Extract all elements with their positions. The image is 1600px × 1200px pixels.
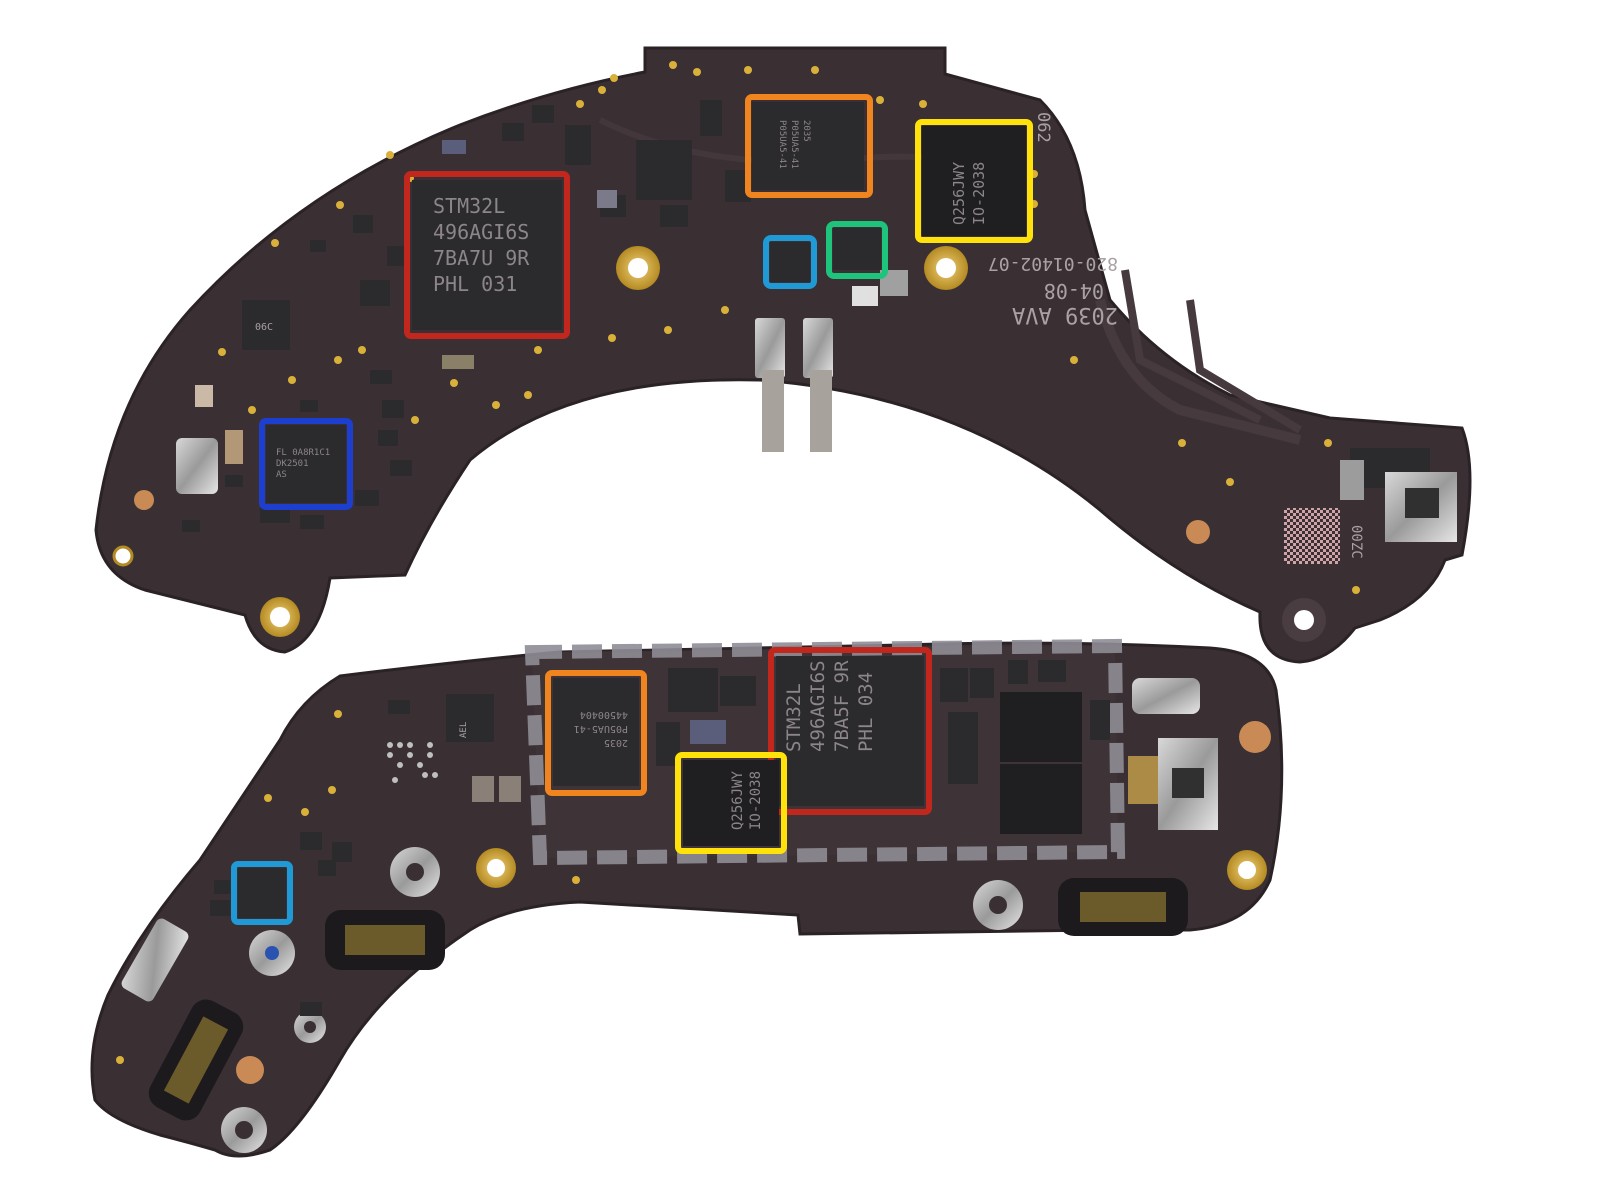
bottom-mcu-markings: STM32L 496AGI6S 7BA5F 9R PHL 034	[783, 660, 877, 752]
bottom-metal-tab	[1132, 678, 1200, 714]
top-flash-chip	[922, 126, 1026, 236]
bottom-mcu-chip	[776, 656, 924, 806]
silk-small-mark: 06C	[255, 322, 273, 333]
silk-corner: 062	[1033, 112, 1053, 143]
top-inductor	[176, 438, 218, 494]
silk-board-id: 820-01402-07	[988, 253, 1118, 274]
highlight-red-bottom	[768, 647, 932, 815]
top-mcu-line4: PHL 031	[433, 272, 517, 296]
highlight-green	[826, 221, 888, 279]
bottom-flash-line1: Q256JWY	[730, 770, 746, 830]
bottom-lightblue-chip	[238, 868, 286, 918]
standoffs	[221, 847, 1023, 1153]
top-mcu-line3: 7BA7U 9R	[433, 246, 530, 270]
bottom-small-mark: AEL	[459, 722, 469, 738]
highlight-orange-bottom	[545, 670, 647, 796]
highlight-red-top	[404, 171, 570, 339]
top-mcu-markings: STM32L 496AGI6S 7BA7U 9R PHL 031	[433, 194, 530, 296]
top-blue-chip	[266, 425, 346, 503]
highlight-yellow-bottom	[675, 752, 787, 854]
board-to-board-connectors	[148, 878, 1188, 1121]
highlight-lightblue-top	[763, 235, 817, 289]
top-blue-line2: DK2501	[276, 459, 309, 469]
top-orange-markings: P05UA5-41 P05UA5-41 2035	[777, 120, 811, 169]
silk-dmc-text: 00ZC	[1348, 525, 1364, 559]
highlight-lightblue-bottom	[231, 861, 293, 925]
top-blue-line3: AS	[276, 470, 287, 480]
bottom-mcu-line3: 7BA5F 9R	[831, 660, 853, 752]
top-orange-line1: P05UA5-41	[777, 120, 787, 169]
bottom-flash-line2: IO-2038	[748, 771, 764, 830]
bottom-passives	[210, 694, 521, 1016]
top-mcu-line1: STM32L	[433, 194, 505, 218]
top-blue-markings: FL 0A8R1C1 DK2501 AS	[276, 448, 330, 480]
silk-date: 04-08	[1044, 279, 1104, 303]
top-silkscreen: 820-01402-07 04-08 2039 AVA 062 06C 00ZC	[255, 112, 1364, 559]
bottom-dot-matrix	[387, 742, 438, 783]
bottom-board: 2035 P05UA5-41 44500404 STM32L 496AGI6S …	[90, 638, 1284, 1158]
top-green-chip	[833, 228, 881, 270]
top-lightblue-chip	[770, 242, 810, 282]
bottom-orange-chip	[553, 678, 639, 786]
highlight-orange-top	[745, 94, 873, 198]
bottom-metal-bracket	[121, 918, 189, 1002]
bottom-flash-markings: Q256JWY IO-2038	[730, 770, 764, 830]
bottom-mcu-line2: 496AGI6S	[807, 660, 829, 752]
passive-components	[182, 100, 1082, 532]
bottom-test-points	[116, 710, 580, 1064]
bottom-mcu-line4: PHL 034	[855, 672, 877, 752]
top-flash-line1: Q256JWY	[950, 162, 968, 225]
top-orange-line3: 2035	[801, 120, 811, 142]
top-mcu-line2: 496AGI6S	[433, 220, 529, 244]
top-orange-line2: P05UA5-41	[789, 120, 799, 169]
highlight-blue	[259, 418, 353, 510]
spring-contacts	[755, 318, 833, 452]
top-board: STM32L 496AGI6S 7BA7U 9R PHL 031 P05UA5-…	[94, 46, 1472, 664]
top-orange-chip	[752, 102, 864, 190]
bottom-orange-markings: 2035 P05UA5-41 44500404	[574, 709, 628, 748]
highlight-yellow-top	[915, 119, 1033, 243]
silk-lot: 2039 AVA	[1012, 302, 1118, 327]
top-flash-line2: IO-2038	[970, 162, 988, 225]
top-flash-markings: Q256JWY IO-2038	[950, 162, 988, 225]
bottom-orange-line2: P05UA5-41	[574, 723, 628, 734]
top-right-connector	[1340, 448, 1457, 542]
bottom-orange-line1: 2035	[604, 737, 628, 748]
shield-components	[656, 660, 1110, 834]
top-dmc	[1284, 508, 1340, 564]
top-mcu-chip	[412, 180, 562, 330]
bottom-orange-line3: 44500404	[580, 709, 628, 720]
bottom-mcu-line1: STM32L	[783, 683, 805, 752]
top-blue-line1: FL 0A8R1C1	[276, 448, 330, 458]
bottom-flash-chip	[683, 760, 779, 846]
